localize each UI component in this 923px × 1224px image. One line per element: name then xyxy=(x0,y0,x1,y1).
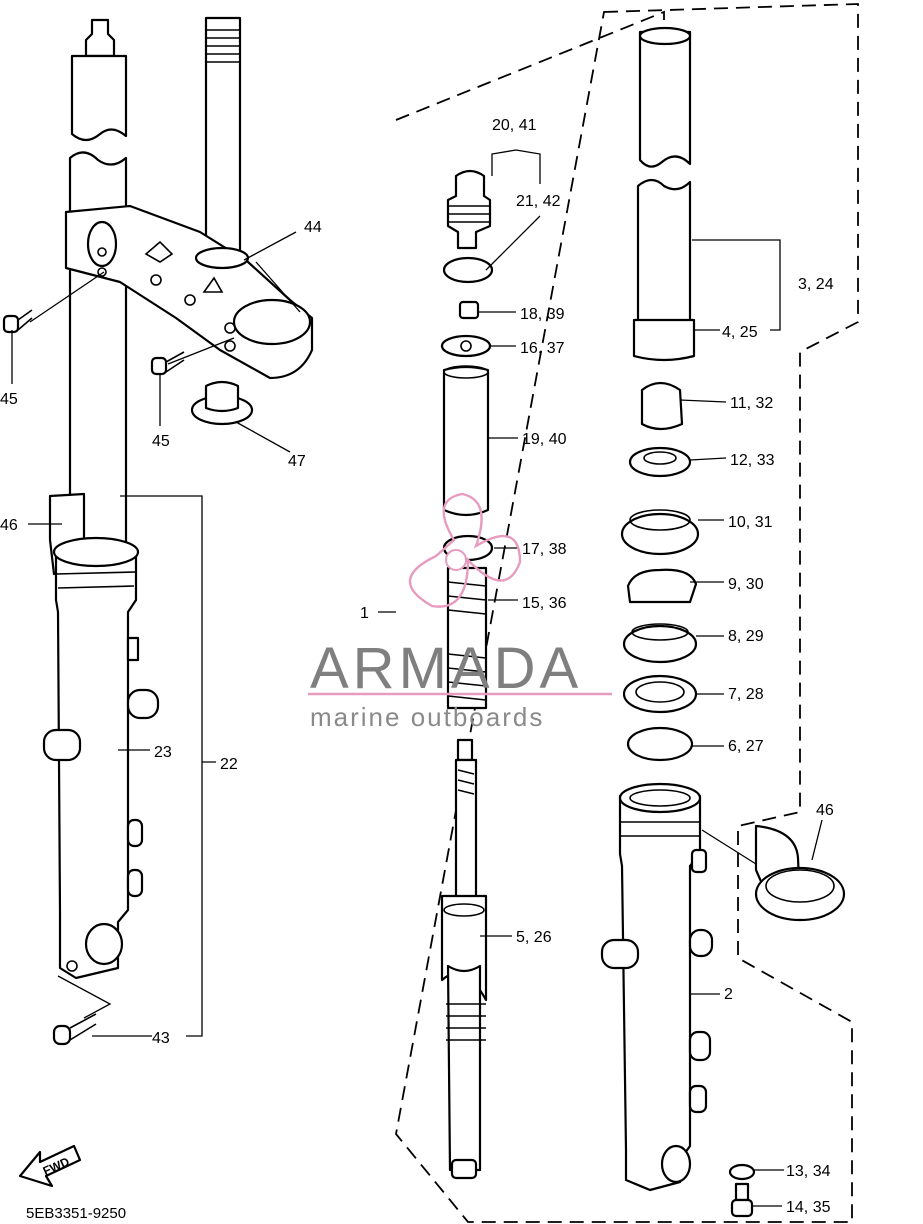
callout-44: 44 xyxy=(304,219,322,236)
callout-23: 23 xyxy=(154,744,172,761)
callout-46-left: 46 xyxy=(0,517,18,534)
callout-18: 18, 39 xyxy=(520,306,565,323)
callout-12: 12, 33 xyxy=(730,452,775,469)
callout-11: 11, 32 xyxy=(730,395,773,412)
callout-7: 7, 28 xyxy=(728,686,764,703)
watermark-tagline: marine outboards xyxy=(310,702,544,732)
callout-20: 20, 41 xyxy=(492,117,537,134)
bolt-14 xyxy=(730,1182,754,1218)
callout-17: 17, 38 xyxy=(522,541,567,558)
callout-4: 4, 25 xyxy=(722,324,758,341)
callout-21: 21, 42 xyxy=(516,193,561,210)
assembly-boundary xyxy=(395,3,859,1223)
cap-47 xyxy=(190,380,254,426)
callout-15: 15, 36 xyxy=(522,595,567,612)
callout-6: 6, 27 xyxy=(728,738,764,755)
callout-10: 10, 31 xyxy=(728,514,773,531)
callout-9: 9, 30 xyxy=(728,576,764,593)
fwd-label: FWD xyxy=(41,1154,72,1178)
callout-45-left: 45 xyxy=(0,391,18,408)
callout-22: 22 xyxy=(220,756,238,773)
left-fork-assembly xyxy=(42,16,314,980)
inner-tube-exploded xyxy=(632,26,696,362)
fork-guard-46-right xyxy=(754,824,846,922)
callout-1: 1 xyxy=(360,605,369,622)
callout-13: 13, 34 xyxy=(786,1163,831,1180)
callout-5: 5, 26 xyxy=(516,929,552,946)
damper-rod-assembly xyxy=(440,169,494,1180)
bolt-45-left xyxy=(2,309,33,334)
armada-watermark: ARMADA marine outboards xyxy=(308,492,612,732)
bolt-45-right xyxy=(150,351,185,376)
outer-tube-exploded xyxy=(600,782,714,1192)
callout-43: 43 xyxy=(152,1030,170,1047)
callout-14: 14, 35 xyxy=(786,1199,831,1216)
fwd-arrow: FWD xyxy=(18,1144,82,1188)
washer-13 xyxy=(728,1163,756,1181)
callout-46-right: 46 xyxy=(816,802,834,819)
callout-47: 47 xyxy=(288,453,306,470)
callout-3: 3, 24 xyxy=(798,276,834,293)
callout-8: 8, 29 xyxy=(728,628,764,645)
seal-stack xyxy=(620,381,700,762)
callout-2: 2 xyxy=(724,986,733,1003)
bolt-43 xyxy=(52,1013,97,1046)
diagram-code: 5EB3351-9250 xyxy=(26,1205,126,1222)
callout-16: 16, 37 xyxy=(520,340,565,357)
callout-19: 19, 40 xyxy=(522,431,567,448)
watermark-brand: ARMADA xyxy=(310,636,582,701)
callout-45-right: 45 xyxy=(152,433,170,450)
